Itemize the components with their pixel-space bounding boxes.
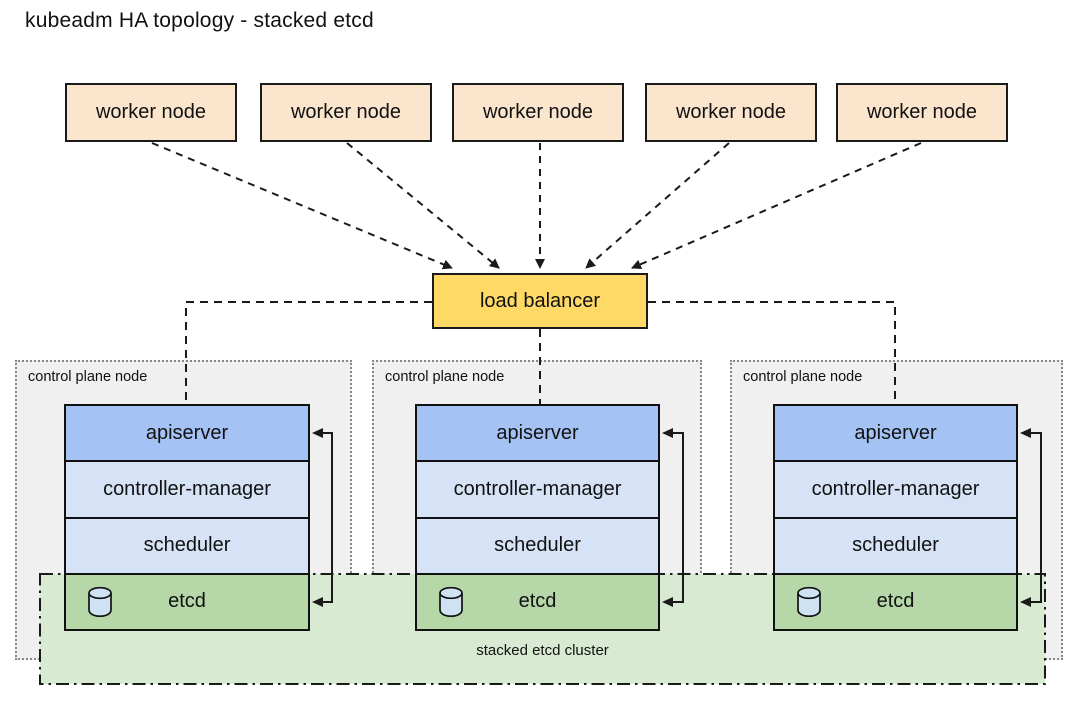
database-icon xyxy=(794,585,824,619)
scheduler-label: scheduler xyxy=(494,534,581,557)
worker-node-label: worker node xyxy=(675,101,787,123)
apiserver-box: apiserver xyxy=(775,406,1016,461)
etcd-label: etcd xyxy=(168,590,206,613)
etcd-label: etcd xyxy=(876,590,915,613)
controller-manager-box: controller-manager xyxy=(417,460,658,517)
load-balancer: load balancer xyxy=(432,273,648,329)
database-icon xyxy=(436,585,466,619)
scheduler-box: scheduler xyxy=(66,516,308,573)
controller-manager-box: controller-manager xyxy=(775,460,1016,517)
diagram-title: kubeadm HA topology - stacked etcd xyxy=(25,9,374,32)
scheduler-box: scheduler xyxy=(775,516,1016,573)
worker-node-label: worker node xyxy=(482,101,594,123)
etcd-cluster-label: stacked etcd cluster xyxy=(476,642,609,659)
control-plane-stack-1: apiserver controller-manager scheduler e… xyxy=(64,404,310,631)
database-icon xyxy=(85,585,115,619)
worker-node-4: worker node xyxy=(645,83,817,142)
control-plane-label: control plane node xyxy=(743,369,863,385)
etcd-label: etcd xyxy=(518,590,557,613)
worker-node-1: worker node xyxy=(65,83,237,142)
scheduler-label: scheduler xyxy=(143,534,231,557)
worker-node-3: worker node xyxy=(452,83,624,142)
load-balancer-label: load balancer xyxy=(479,289,601,312)
etcd-box: etcd xyxy=(417,572,658,629)
worker-node-label: worker node xyxy=(866,101,978,123)
worker-node-label: worker node xyxy=(290,101,402,123)
apiserver-label: apiserver xyxy=(496,421,579,444)
control-plane-stack-3: apiserver controller-manager scheduler e… xyxy=(773,404,1018,631)
worker-node-2: worker node xyxy=(260,83,432,142)
controller-manager-label: controller-manager xyxy=(103,477,271,500)
apiserver-box: apiserver xyxy=(417,406,658,461)
worker-to-lb-arrows xyxy=(151,142,922,270)
apiserver-label: apiserver xyxy=(854,421,937,444)
control-plane-label: control plane node xyxy=(385,369,505,385)
controller-manager-label: controller-manager xyxy=(453,477,622,500)
apiserver-box: apiserver xyxy=(66,406,308,461)
control-plane-label: control plane node xyxy=(28,369,148,385)
controller-manager-box: controller-manager xyxy=(66,460,308,517)
worker-node-label: worker node xyxy=(95,101,207,123)
apiserver-label: apiserver xyxy=(145,421,229,444)
scheduler-label: scheduler xyxy=(852,534,939,557)
etcd-box: etcd xyxy=(775,572,1016,629)
controller-manager-label: controller-manager xyxy=(811,477,980,500)
scheduler-box: scheduler xyxy=(417,516,658,573)
etcd-box: etcd xyxy=(66,572,308,629)
control-plane-stack-2: apiserver controller-manager scheduler e… xyxy=(415,404,660,631)
worker-node-5: worker node xyxy=(836,83,1008,142)
